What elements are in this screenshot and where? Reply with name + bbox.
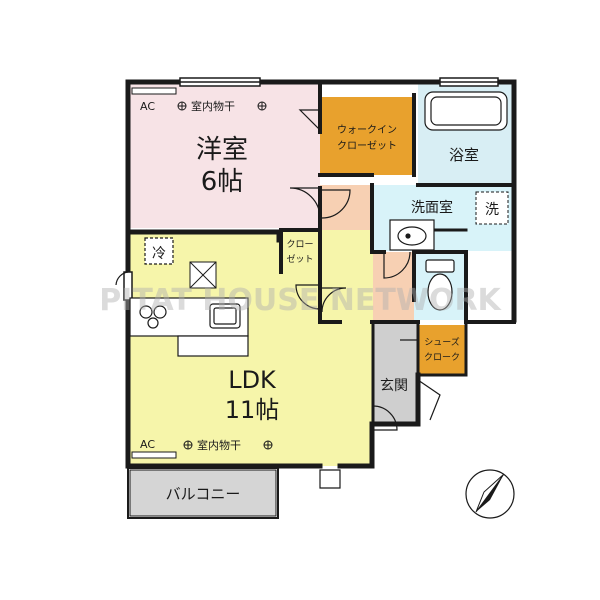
entrance-name: 玄関 <box>380 377 408 394</box>
balcony-area <box>130 470 276 516</box>
balcony-name: バルコニー <box>166 485 241 503</box>
closet-label-2: ゼット <box>286 253 313 265</box>
washing-machine-space <box>475 191 509 225</box>
ldk-size: 11帖 <box>225 396 280 424</box>
wash-basin-icon <box>389 219 435 251</box>
walk-in-closet-label-1: ウォークイン <box>337 124 397 136</box>
svg-text:室内物干: 室内物干 <box>197 438 241 452</box>
entrance-area <box>373 322 418 424</box>
doors <box>115 109 441 489</box>
stove-burner-icon <box>147 317 159 329</box>
stove-burner-icon <box>153 305 167 319</box>
ac-unit-western: AC <box>131 87 177 113</box>
ac-unit-ldk: AC <box>131 438 177 459</box>
refrigerator-label: 冷 <box>152 246 166 262</box>
ldk-area-patch <box>281 272 320 330</box>
bathroom-name: 浴室 <box>449 146 479 164</box>
bathtub-icon <box>424 91 508 131</box>
stove-burner-icon <box>139 305 153 319</box>
shoe-cloak-label-2: クローク <box>424 352 460 363</box>
kitchen-sink-icon <box>209 303 241 329</box>
compass-north-icon <box>465 469 515 519</box>
svg-text:AC: AC <box>140 438 155 451</box>
shoe-cloak-area <box>418 325 466 375</box>
svg-text:室内物干: 室内物干 <box>191 99 235 113</box>
closet-label-1: クロー <box>286 239 313 250</box>
svg-text:AC: AC <box>140 100 155 113</box>
western-room-area <box>128 84 320 228</box>
drying-rod-western: 室内物干 <box>177 99 267 113</box>
walk-in-closet-label-2: クローゼット <box>337 140 397 152</box>
ceiling-vent-icon <box>189 261 217 289</box>
balcony-outline <box>127 467 279 519</box>
toilet-icon <box>425 259 455 311</box>
ldk-name: LDK <box>228 366 277 394</box>
walk-in-closet-area <box>320 97 414 175</box>
kitchen-counter <box>129 297 249 357</box>
shoe-cloak-label-1: シューズ <box>424 336 460 348</box>
western-room-name: 洋室 <box>196 135 248 165</box>
washroom-name: 洗面室 <box>411 199 453 216</box>
washer-label: 洗 <box>485 202 499 218</box>
drying-rod-ldk: 室内物干 <box>183 438 273 452</box>
ldk-area <box>128 230 373 466</box>
walls <box>125 79 517 469</box>
western-room-size: 6帖 <box>201 167 244 197</box>
watermark: PITAT HOUSE NETWORK <box>99 283 502 318</box>
refrigerator: 冷 <box>144 237 174 265</box>
